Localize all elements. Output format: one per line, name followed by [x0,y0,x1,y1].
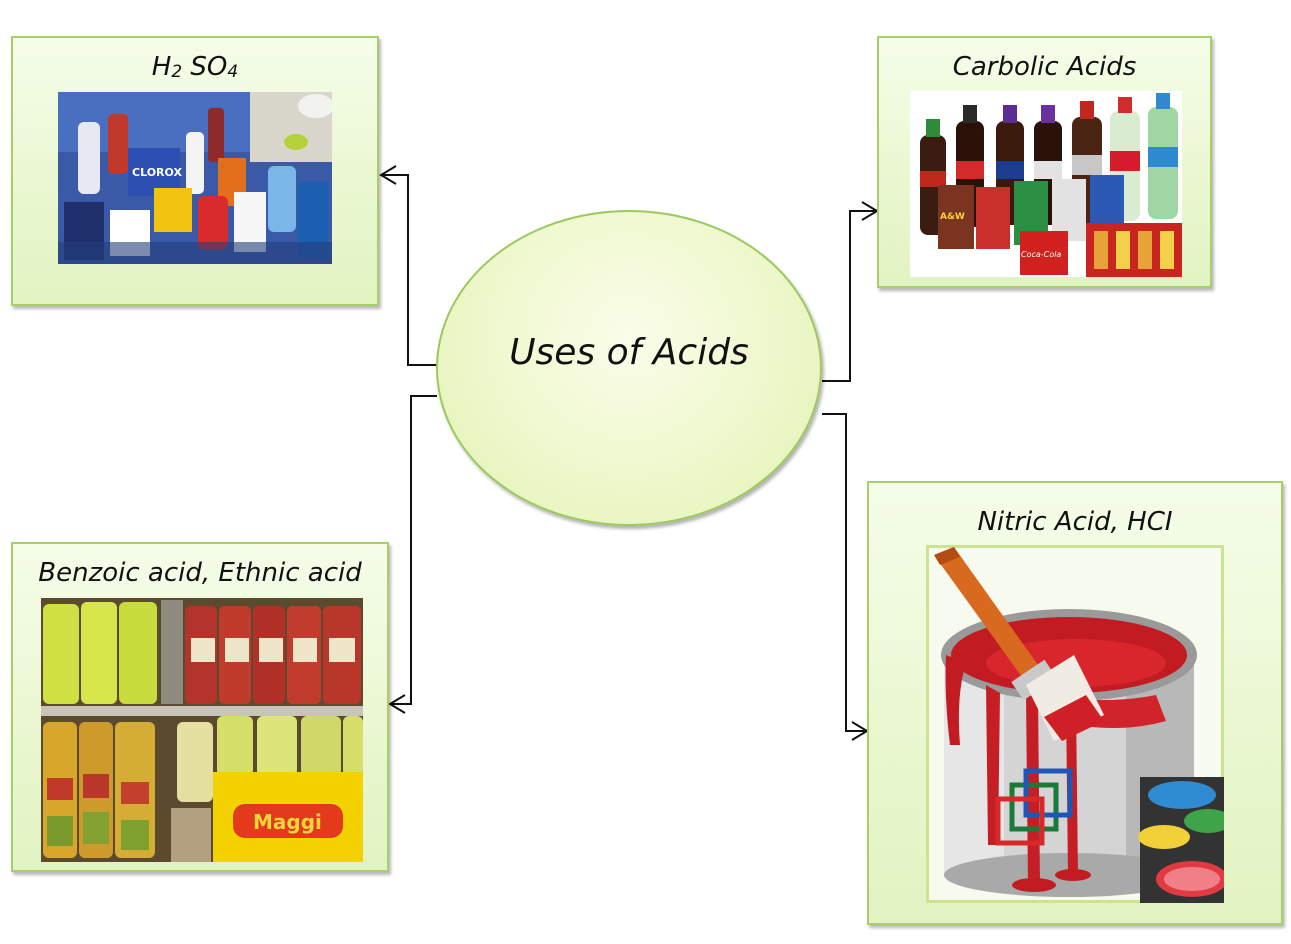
connector-nitric [822,413,867,732]
node-nitric-title: Nitric Acid, HCI [977,507,1173,537]
connector-carbolic [822,210,877,382]
node-carbolic-title: Carbolic Acids [952,52,1137,82]
noodle-brand-label: Maggi [253,810,322,834]
paint-photo [926,545,1224,903]
soda-brand-label: Coca-Cola [1021,250,1061,259]
detergent-brand-label: CLOROX [132,166,182,179]
node-benzoic: Benzoic acid, Ethnic acid [11,542,389,872]
detergents-photo: CLOROX [58,92,332,264]
node-benzoic-title: Benzoic acid, Ethnic acid [38,558,362,588]
soda-brand-label-2: A&W [940,212,965,222]
node-carbolic: Carbolic Acids A&W Coca-Cola [877,36,1212,288]
preserved-foods-photo: Maggi [41,598,363,862]
connector-benzoic [390,395,437,705]
connector-h2so4 [381,174,437,366]
sodas-photo: A&W Coca-Cola [910,91,1182,277]
node-nitric: Nitric Acid, HCI [867,481,1283,925]
center-label: Uses of Acids [509,332,749,373]
center-ellipse: Uses of Acids [436,210,822,526]
arrowhead-benzoic [388,694,406,714]
node-h2so4-title: H2 SO4 [151,52,239,82]
arrowhead-h2so4 [379,165,397,185]
node-h2so4: H2 SO4 CLOROX [11,36,379,306]
